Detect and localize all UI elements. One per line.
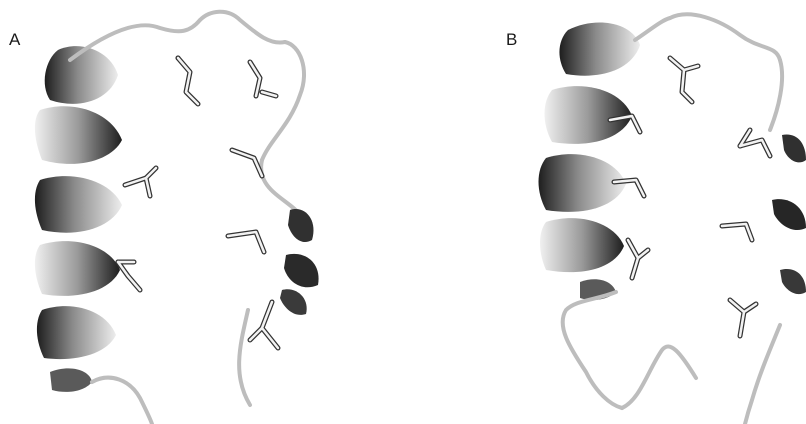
panel-b: B <box>400 0 806 424</box>
structure-a <box>0 0 400 424</box>
helix-a-left <box>35 46 122 392</box>
helix-turn <box>37 306 116 359</box>
structure-b <box>400 0 806 424</box>
helix-turn <box>45 46 118 104</box>
sidechains-b-fill <box>610 58 770 336</box>
helix-turn <box>35 241 120 296</box>
ribbon-segment <box>284 254 319 287</box>
helix-turn <box>559 23 640 76</box>
ribbon-segment <box>780 269 806 294</box>
strand-a-right <box>280 209 319 315</box>
ribbon-segment <box>772 199 806 230</box>
helix-b-left <box>539 23 641 300</box>
ribbon-segment <box>782 134 806 162</box>
helix-turn <box>545 86 633 144</box>
sidechains-a <box>118 58 278 348</box>
helix-turn <box>35 106 122 164</box>
ribbon-segment <box>280 289 307 315</box>
strand-b-right <box>772 134 806 294</box>
helix-turn <box>50 368 92 392</box>
helix-turn <box>540 218 624 272</box>
ribbon-segment <box>288 209 313 242</box>
coil-b <box>563 14 782 424</box>
helix-turn <box>35 176 122 233</box>
panel-a: A <box>0 0 400 424</box>
